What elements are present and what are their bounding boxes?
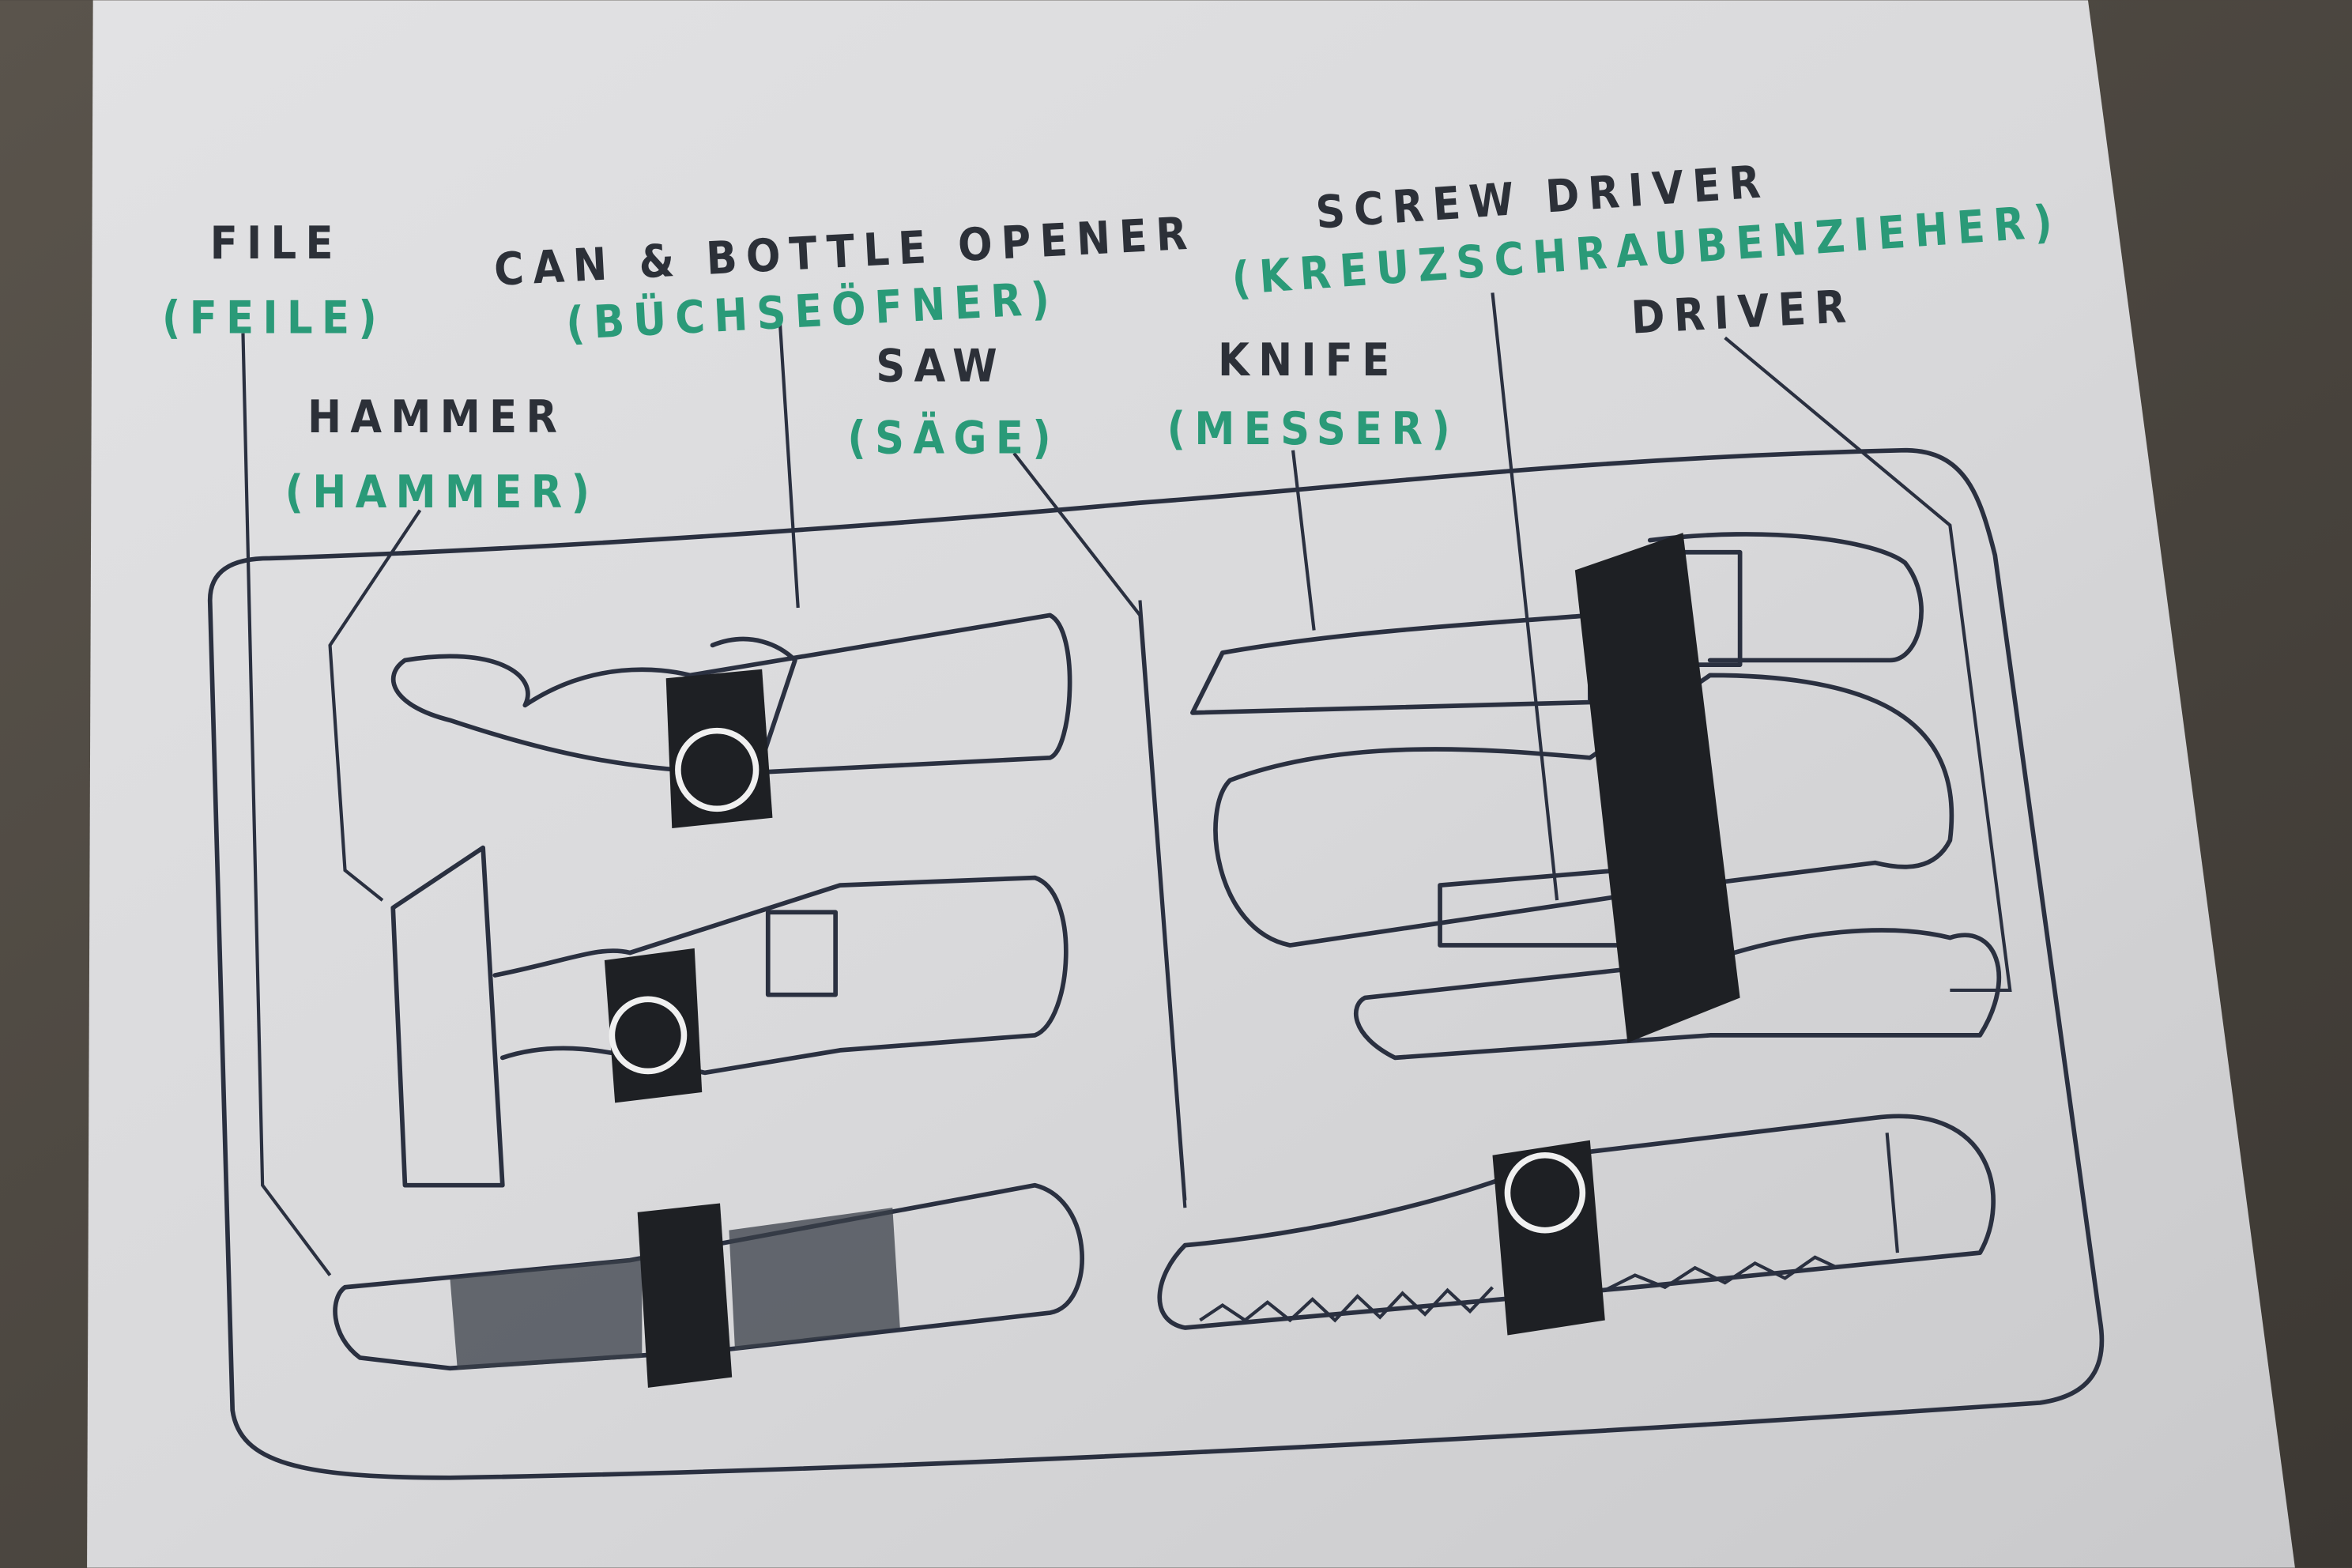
label-saw-en: SAW (876, 340, 1006, 392)
file-drawing (333, 1182, 1084, 1388)
saw-drawing (1157, 1114, 1996, 1336)
leader-file (241, 333, 332, 1276)
leader-saw (1012, 452, 1187, 1208)
leader-opener (778, 322, 800, 609)
case-outline (207, 447, 2105, 1480)
leader-hammer (328, 509, 422, 902)
paper-sheet (87, 0, 2295, 1568)
label-knife-en: KNIFE (1218, 334, 1399, 386)
leader-knife (1291, 450, 1316, 631)
label-file-en: FILE (210, 217, 342, 270)
screwdriver-drawing (1213, 533, 2002, 1061)
can-opener-drawing (390, 612, 1072, 828)
label-saw-de: (SÄGE) (847, 412, 1060, 465)
label-knife-de: (MESSER) (1167, 403, 1460, 455)
label-hammer-de: (HAMMER) (285, 466, 599, 518)
label-driver-en: DRIVER (1630, 281, 1856, 345)
leader-screwdriver (1491, 292, 1559, 901)
label-hammer-en: HAMMER (307, 391, 566, 443)
label-file-de: (FEILE) (162, 292, 386, 345)
hammer-drawing (390, 845, 1069, 1188)
leader-driver (1724, 336, 2012, 993)
